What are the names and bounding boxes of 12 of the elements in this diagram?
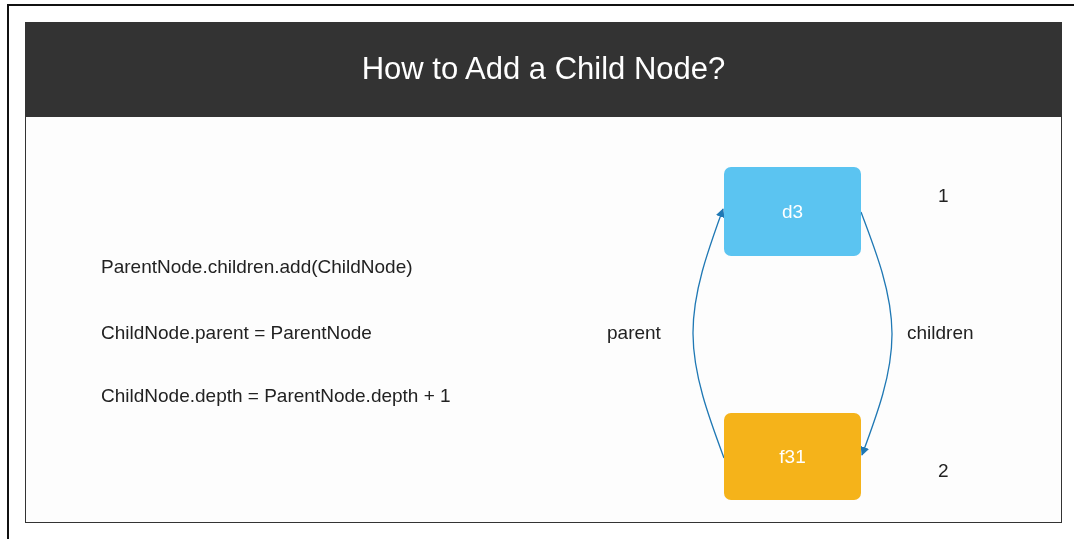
step-number: 1 <box>938 185 949 207</box>
node-box <box>724 413 861 500</box>
code-statement: ChildNode.parent = ParentNode <box>101 322 372 344</box>
arrow <box>692 208 725 459</box>
step-number: 2 <box>938 460 949 482</box>
node-box <box>724 167 861 256</box>
node-label: d3 <box>781 200 804 223</box>
arrow <box>860 211 893 456</box>
node-label: f31 <box>779 445 806 468</box>
title: How to Add a Child Node? <box>360 51 727 87</box>
code-statement: ChildNode.depth = ParentNode.depth + 1 <box>101 385 451 407</box>
code-statement: ParentNode.children.add(ChildNode) <box>101 256 413 278</box>
